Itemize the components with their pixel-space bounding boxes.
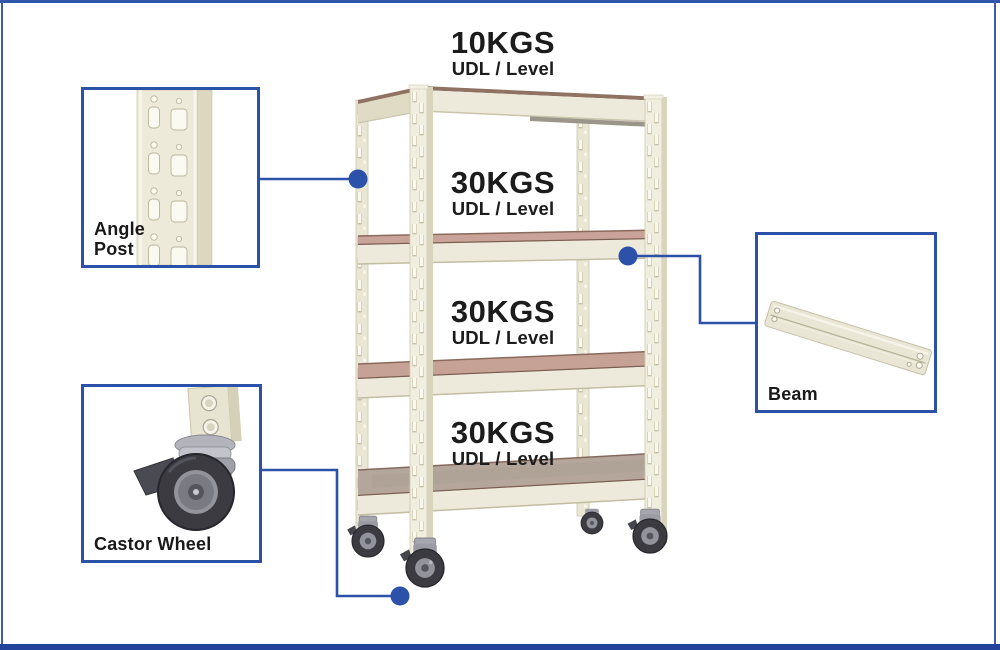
callout-dot-angle-post: [348, 169, 368, 189]
load-weight: 10KGS: [450, 25, 556, 60]
angle-post-callout-box: Angle Post: [81, 87, 260, 268]
load-weight: 30KGS: [450, 415, 556, 450]
shelf-load-label-3: 30KGS UDL / Level: [352, 417, 654, 469]
callout-dot-beam: [618, 246, 638, 266]
castor-wheel-callout-box: Castor Wheel: [81, 384, 262, 563]
frame-top-border: [0, 0, 1000, 3]
rack-shelf-3: [357, 350, 663, 399]
castor-wheel-back-right: [580, 508, 604, 535]
beam-callout-box: Beam: [755, 232, 937, 413]
angle-post-image: [136, 90, 213, 265]
callout-line-castor-wheel: [262, 468, 392, 598]
castor-wheel-image: [133, 387, 242, 531]
frame-left-border: [1, 0, 3, 647]
load-weight: 30KGS: [450, 165, 556, 200]
angle-post-label: Angle Post: [94, 218, 146, 259]
shelf-load-label-2: 30KGS UDL / Level: [352, 296, 654, 348]
frame-bottom-bar: [0, 644, 1000, 650]
top-load-label: 10KGS UDL / Level: [352, 27, 654, 79]
rack-post-front-left: [408, 84, 433, 558]
rack-shelf-2: [357, 229, 663, 265]
shelf-load-label-1: 30KGS UDL / Level: [352, 167, 654, 219]
beam-image: [764, 300, 933, 376]
castor-wheel-front-left: [399, 537, 445, 588]
load-unit: UDL / Level: [451, 198, 555, 219]
castor-wheel-front-right: [627, 508, 668, 554]
load-unit: UDL / Level: [451, 327, 555, 348]
callout-dot-castor-wheel: [390, 586, 410, 606]
callout-line-beam: [636, 254, 756, 325]
rack-shelf-4: [357, 452, 663, 516]
rack-post-front-right: [643, 94, 667, 544]
castor-wheel-back-left: [347, 515, 385, 558]
load-unit: UDL / Level: [451, 58, 555, 79]
frame-right-border: [994, 0, 996, 647]
beam-label: Beam: [768, 383, 818, 404]
castor-wheel-label: Castor Wheel: [94, 533, 212, 554]
rack-shelf-1: [357, 86, 663, 128]
load-unit: UDL / Level: [451, 448, 555, 469]
load-weight: 30KGS: [450, 294, 556, 329]
